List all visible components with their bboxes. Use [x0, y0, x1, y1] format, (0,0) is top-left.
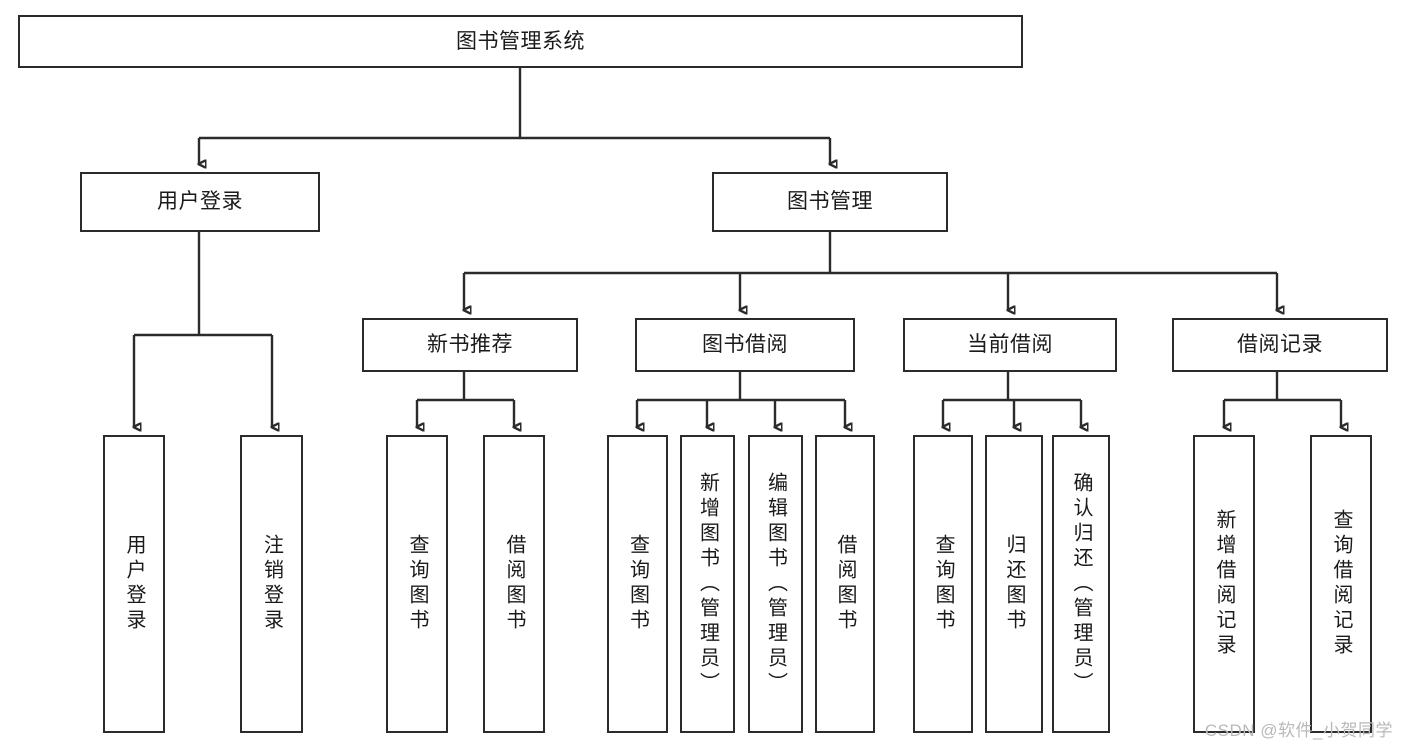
node-leaf-query-book-3[interactable]: 查询图书 — [913, 435, 973, 733]
node-leaf-query-record[interactable]: 查询借阅记录 — [1310, 435, 1372, 733]
node-leaf-confirm-return[interactable]: 确认归还（管理员） — [1052, 435, 1110, 733]
leaf-label: 借阅图书 — [503, 534, 525, 634]
node-leaf-query-book-1[interactable]: 查询图书 — [386, 435, 448, 733]
leaf-label: 借阅图书 — [834, 534, 856, 634]
leaf-label: 查询图书 — [932, 534, 954, 634]
node-leaf-query-book-2[interactable]: 查询图书 — [607, 435, 668, 733]
node-root[interactable]: 图书管理系统 — [18, 15, 1023, 68]
node-book-manage[interactable]: 图书管理 — [712, 172, 948, 232]
leaf-label: 编辑图书（管理员） — [764, 471, 787, 697]
node-leaf-user-login[interactable]: 用户登录 — [103, 435, 165, 733]
leaf-label: 查询图书 — [406, 534, 428, 634]
node-current-borrow[interactable]: 当前借阅 — [903, 318, 1117, 372]
leaf-label: 用户登录 — [123, 534, 145, 634]
leaf-label: 归还图书 — [1003, 534, 1025, 634]
node-leaf-borrow-book-2[interactable]: 借阅图书 — [815, 435, 875, 733]
node-leaf-return-book[interactable]: 归还图书 — [985, 435, 1043, 733]
node-borrow-record[interactable]: 借阅记录 — [1172, 318, 1388, 372]
node-leaf-add-book[interactable]: 新增图书（管理员） — [680, 435, 735, 733]
node-leaf-logout-login[interactable]: 注销登录 — [240, 435, 303, 733]
node-leaf-add-record[interactable]: 新增借阅记录 — [1193, 435, 1255, 733]
leaf-label: 查询借阅记录 — [1330, 509, 1352, 659]
node-book-borrow[interactable]: 图书借阅 — [635, 318, 855, 372]
leaf-label: 确认归还（管理员） — [1070, 471, 1092, 697]
node-new-book-rec[interactable]: 新书推荐 — [362, 318, 578, 372]
node-user-login[interactable]: 用户登录 — [80, 172, 320, 232]
node-leaf-edit-book[interactable]: 编辑图书（管理员） — [748, 435, 803, 733]
leaf-label: 新增图书（管理员） — [696, 471, 719, 697]
node-leaf-borrow-book-1[interactable]: 借阅图书 — [483, 435, 545, 733]
leaf-label: 新增借阅记录 — [1213, 509, 1235, 659]
leaf-label: 注销登录 — [260, 534, 283, 634]
leaf-label: 查询图书 — [626, 534, 649, 634]
